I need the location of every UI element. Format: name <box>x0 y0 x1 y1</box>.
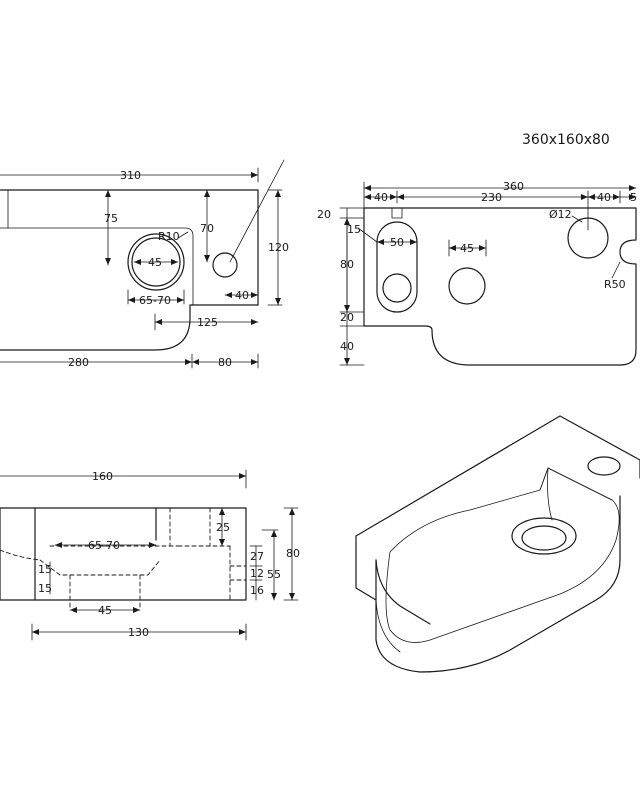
side-dim-80: 80 <box>286 547 300 560</box>
side-dim-15b: 15 <box>38 582 52 595</box>
right-dim-40c: 40 <box>340 340 354 353</box>
side-dim-45: 45 <box>98 604 112 617</box>
top-dim-70: 70 <box>200 222 214 235</box>
side-dim-12: 12 <box>250 567 264 580</box>
top-dim-80: 80 <box>218 356 232 369</box>
top-dim-65-70: 65-70 <box>139 294 171 307</box>
right-dim-80: 80 <box>340 258 354 271</box>
right-dim-15: 15 <box>347 223 361 236</box>
right-view: 360 40 230 40 5 20 15 80 20 40 50 <box>317 180 637 366</box>
side-dim-27: 27 <box>250 550 264 563</box>
right-dim-20a: 20 <box>317 208 331 221</box>
right-dim-5: 5 <box>630 191 637 204</box>
side-dim-160: 160 <box>92 470 113 483</box>
right-dim-230: 230 <box>481 191 502 204</box>
right-dim-45: 45 <box>460 242 474 255</box>
drawing-title: 360x160x80 <box>522 132 610 148</box>
top-dim-310: 310 <box>120 169 141 182</box>
side-view: 160 65-70 15 15 45 130 25 27 12 16 55 <box>0 469 300 641</box>
right-dim-40a: 40 <box>374 191 388 204</box>
top-dim-75: 75 <box>104 212 118 225</box>
side-dim-25: 25 <box>216 521 230 534</box>
isometric-view <box>355 415 640 673</box>
top-dim-120: 120 <box>268 241 289 254</box>
side-dim-16: 16 <box>250 584 264 597</box>
side-dim-65-70: 65-70 <box>88 539 120 552</box>
right-dim-r50: R50 <box>604 278 626 291</box>
top-dim-40: 40 <box>235 289 249 302</box>
top-dim-45: 45 <box>148 256 162 269</box>
right-dim-20b: 20 <box>340 311 354 324</box>
top-dim-r10: R10 <box>158 230 180 243</box>
right-dim-50: 50 <box>390 236 404 249</box>
side-dim-130: 130 <box>128 626 149 639</box>
top-view: 310 75 70 R10 45 65-70 120 40 125 <box>0 159 289 369</box>
top-dim-125: 125 <box>197 316 218 329</box>
side-dim-15a: 15 <box>38 563 52 576</box>
right-dim-360: 360 <box>503 180 524 193</box>
top-dim-280: 280 <box>68 356 89 369</box>
side-dim-55: 55 <box>267 568 281 581</box>
right-dim-phi12: Ø12 <box>549 208 572 221</box>
right-dim-40b: 40 <box>597 191 611 204</box>
